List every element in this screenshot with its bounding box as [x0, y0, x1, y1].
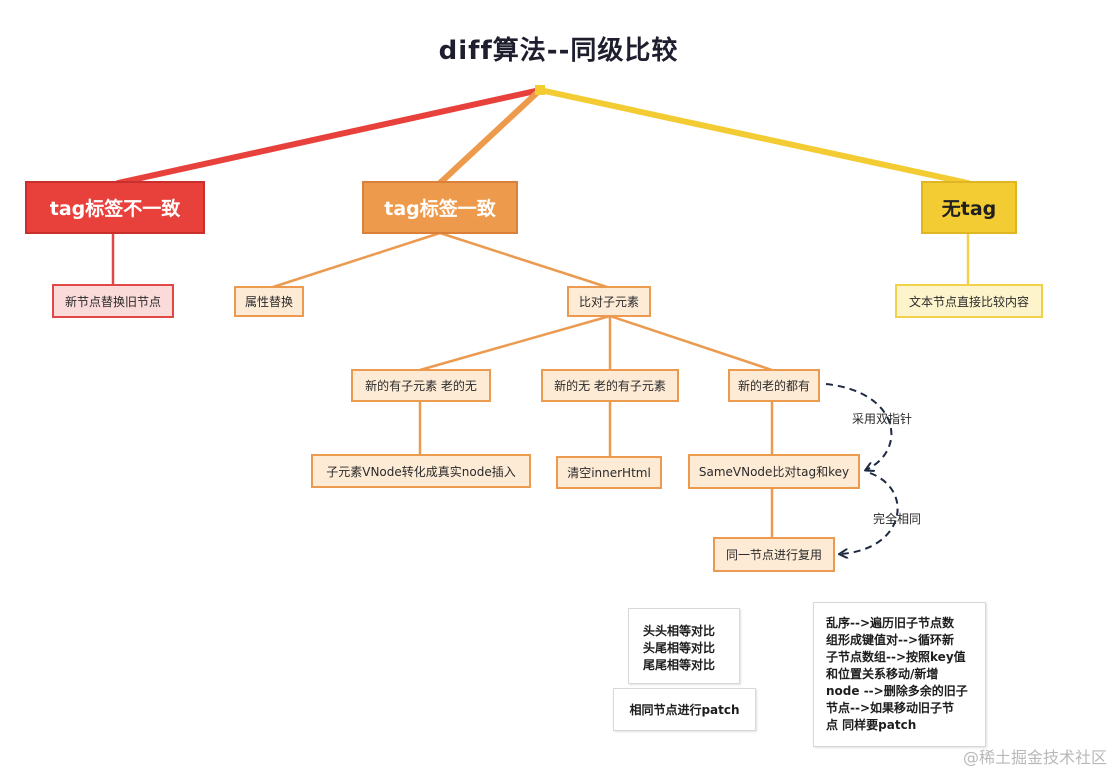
node-clear-inner-html: 清空innerHtml [556, 456, 662, 489]
note-patch-same: 相同节点进行patch [613, 688, 756, 731]
unordered-line-2: 组形成键值对-->循环新 [826, 633, 955, 647]
root-anchor [535, 85, 545, 95]
node-tag-mismatch: tag标签不一致 [25, 181, 205, 234]
watermark: @稀土掘金技术社区 [962, 748, 1107, 767]
edge-children-to-case3 [609, 314, 773, 372]
node-text-compare: 文本节点直接比较内容 [895, 284, 1043, 318]
unordered-line-6: 节点-->如果移动旧子节 [826, 701, 955, 715]
diagram-title: diff算法--同级比较 [438, 36, 679, 66]
label-identical: 完全相同 [873, 512, 922, 526]
unordered-line-4: 和位置关系移动/新增 [826, 667, 939, 681]
node-new-children-old-none: 新的有子元素 老的无 [351, 369, 491, 402]
strategy-head-tail: 头尾相等对比 [643, 641, 716, 655]
node-replace-node: 新节点替换旧节点 [52, 284, 174, 318]
unordered-line-7: 点 同样要patch [826, 718, 917, 732]
label-double-pointer: 采用双指针 [852, 412, 913, 426]
note-compare-strategies: 头头相等对比 头尾相等对比 尾尾相等对比 [628, 608, 740, 684]
node-same-vnode: SameVNode比对tag和key [688, 454, 860, 489]
note-unordered: 乱序-->遍历旧子节点数 组形成键值对-->循环新 子节点数组-->按照key值… [813, 602, 986, 747]
node-reuse-node: 同一节点进行复用 [713, 537, 835, 572]
edge-root-to-tag-mismatch [115, 87, 543, 186]
node-new-none-old-children: 新的无 老的有子元素 [541, 369, 679, 402]
node-tag-match: tag标签一致 [362, 181, 518, 234]
edge-children-to-case1 [419, 314, 611, 372]
unordered-line-1: 乱序-->遍历旧子节点数 [826, 616, 955, 630]
edge-match-to-children [439, 231, 611, 290]
unordered-line-3: 子节点数组-->按照key值 [826, 650, 966, 664]
node-compare-children: 比对子元素 [567, 286, 651, 317]
dashed-arrow-identical [840, 472, 899, 554]
strategy-head-head: 头头相等对比 [643, 624, 716, 638]
unordered-line-5: node -->删除多余的旧子 [826, 684, 968, 698]
node-insert-children: 子元素VNode转化成真实node插入 [311, 454, 531, 488]
edge-root-to-no-tag [537, 87, 971, 186]
node-both-have-children: 新的老的都有 [728, 369, 820, 402]
strategy-tail-tail: 尾尾相等对比 [643, 658, 716, 672]
node-no-tag: 无tag [921, 181, 1017, 234]
edge-match-to-attrs [269, 231, 441, 290]
node-replace-attrs: 属性替换 [234, 286, 304, 317]
patch-same-text: 相同节点进行patch [629, 703, 740, 717]
dashed-arrow-double-pointer [825, 383, 893, 470]
edge-root-to-tag-match [437, 87, 543, 186]
